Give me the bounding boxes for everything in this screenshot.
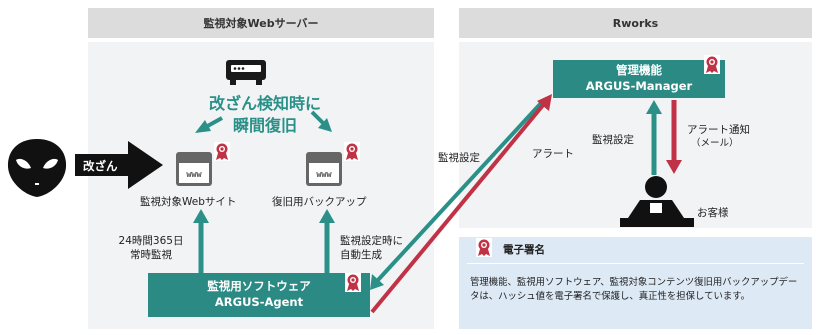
agent-box-line2: ARGUS-Agent	[214, 295, 304, 309]
recovery-heading: 改ざん検知時に 瞬間復旧	[170, 93, 360, 136]
monitor-arrow-up	[193, 209, 209, 273]
alert-arrow	[370, 94, 552, 314]
auto-generate-line1: 監視設定時に	[340, 235, 403, 247]
signature-title: 電子署名	[503, 244, 545, 256]
monitoring-247-line2: 常時監視	[130, 249, 172, 261]
monitoring-247-line1: 24時間365日	[118, 235, 184, 247]
agent-certificate-icon	[345, 273, 361, 292]
manager-box-line2: ARGUS-Manager	[585, 79, 693, 93]
alien-icon	[7, 139, 67, 197]
alert-notice-label: アラート通知 （メール）	[687, 123, 750, 151]
right-panel-title: Rworks	[612, 16, 659, 30]
auto-generate-label: 監視設定時に 自動生成	[340, 234, 403, 262]
monitor-settings-arrow	[370, 100, 544, 290]
signature-box	[459, 237, 812, 329]
left-panel-header: 監視対象Webサーバー	[88, 8, 434, 38]
alert-notice-line2: （メール）	[691, 138, 739, 149]
diag-monitor-label: 監視設定	[438, 152, 480, 164]
diag-alert-label: アラート	[532, 148, 574, 160]
backup-label: 復旧用バックアップ	[272, 196, 367, 208]
agent-box-line1: 監視用ソフトウェア	[207, 279, 311, 294]
signature-divider	[467, 263, 804, 264]
right-panel-header: Rworks	[459, 8, 812, 38]
server-icon	[226, 60, 266, 85]
customer-icon	[620, 176, 694, 227]
customer-monitor-arrow-up	[646, 100, 662, 175]
monitoring-247-label: 24時間365日 常時監視	[108, 234, 194, 262]
backup-browser-icon: www	[306, 152, 342, 186]
website-label: 監視対象Webサイト	[140, 196, 237, 208]
manager-certificate-icon	[704, 55, 720, 74]
alert-notice-arrow-down	[666, 100, 682, 174]
recovery-heading-line1: 改ざん検知時に	[208, 94, 321, 113]
vert-monitor-label: 監視設定	[592, 134, 634, 146]
svg-text:www: www	[186, 170, 202, 180]
auto-generate-line2: 自動生成	[340, 249, 382, 261]
website-browser-icon: www	[176, 152, 212, 186]
manager-box: 管理機能 ARGUS-Manager	[553, 60, 725, 98]
svg-text:www: www	[316, 170, 332, 180]
backup-certificate-icon	[344, 142, 360, 161]
signature-certificate-icon	[476, 238, 492, 257]
manager-box-line1: 管理機能	[616, 63, 662, 78]
recovery-heading-line2: 瞬間復旧	[232, 115, 297, 135]
customer-label: お客様	[697, 207, 729, 219]
agent-box: 監視用ソフトウェア ARGUS-Agent	[148, 273, 370, 317]
tamper-label: 改ざん	[83, 159, 118, 173]
alert-notice-line1: アラート通知	[687, 124, 750, 136]
website-certificate-icon	[214, 142, 230, 161]
tamper-arrow	[75, 141, 163, 189]
left-panel-title: 監視対象Webサーバー	[203, 17, 319, 30]
generate-arrow-up	[319, 209, 335, 273]
recovery-arrow-right	[310, 110, 332, 132]
recovery-arrow-left	[195, 116, 223, 133]
signature-body: 管理機能、監視用ソフトウェア、監視対象コンテンツ復旧用バックアップデータは、ハッ…	[470, 277, 798, 302]
